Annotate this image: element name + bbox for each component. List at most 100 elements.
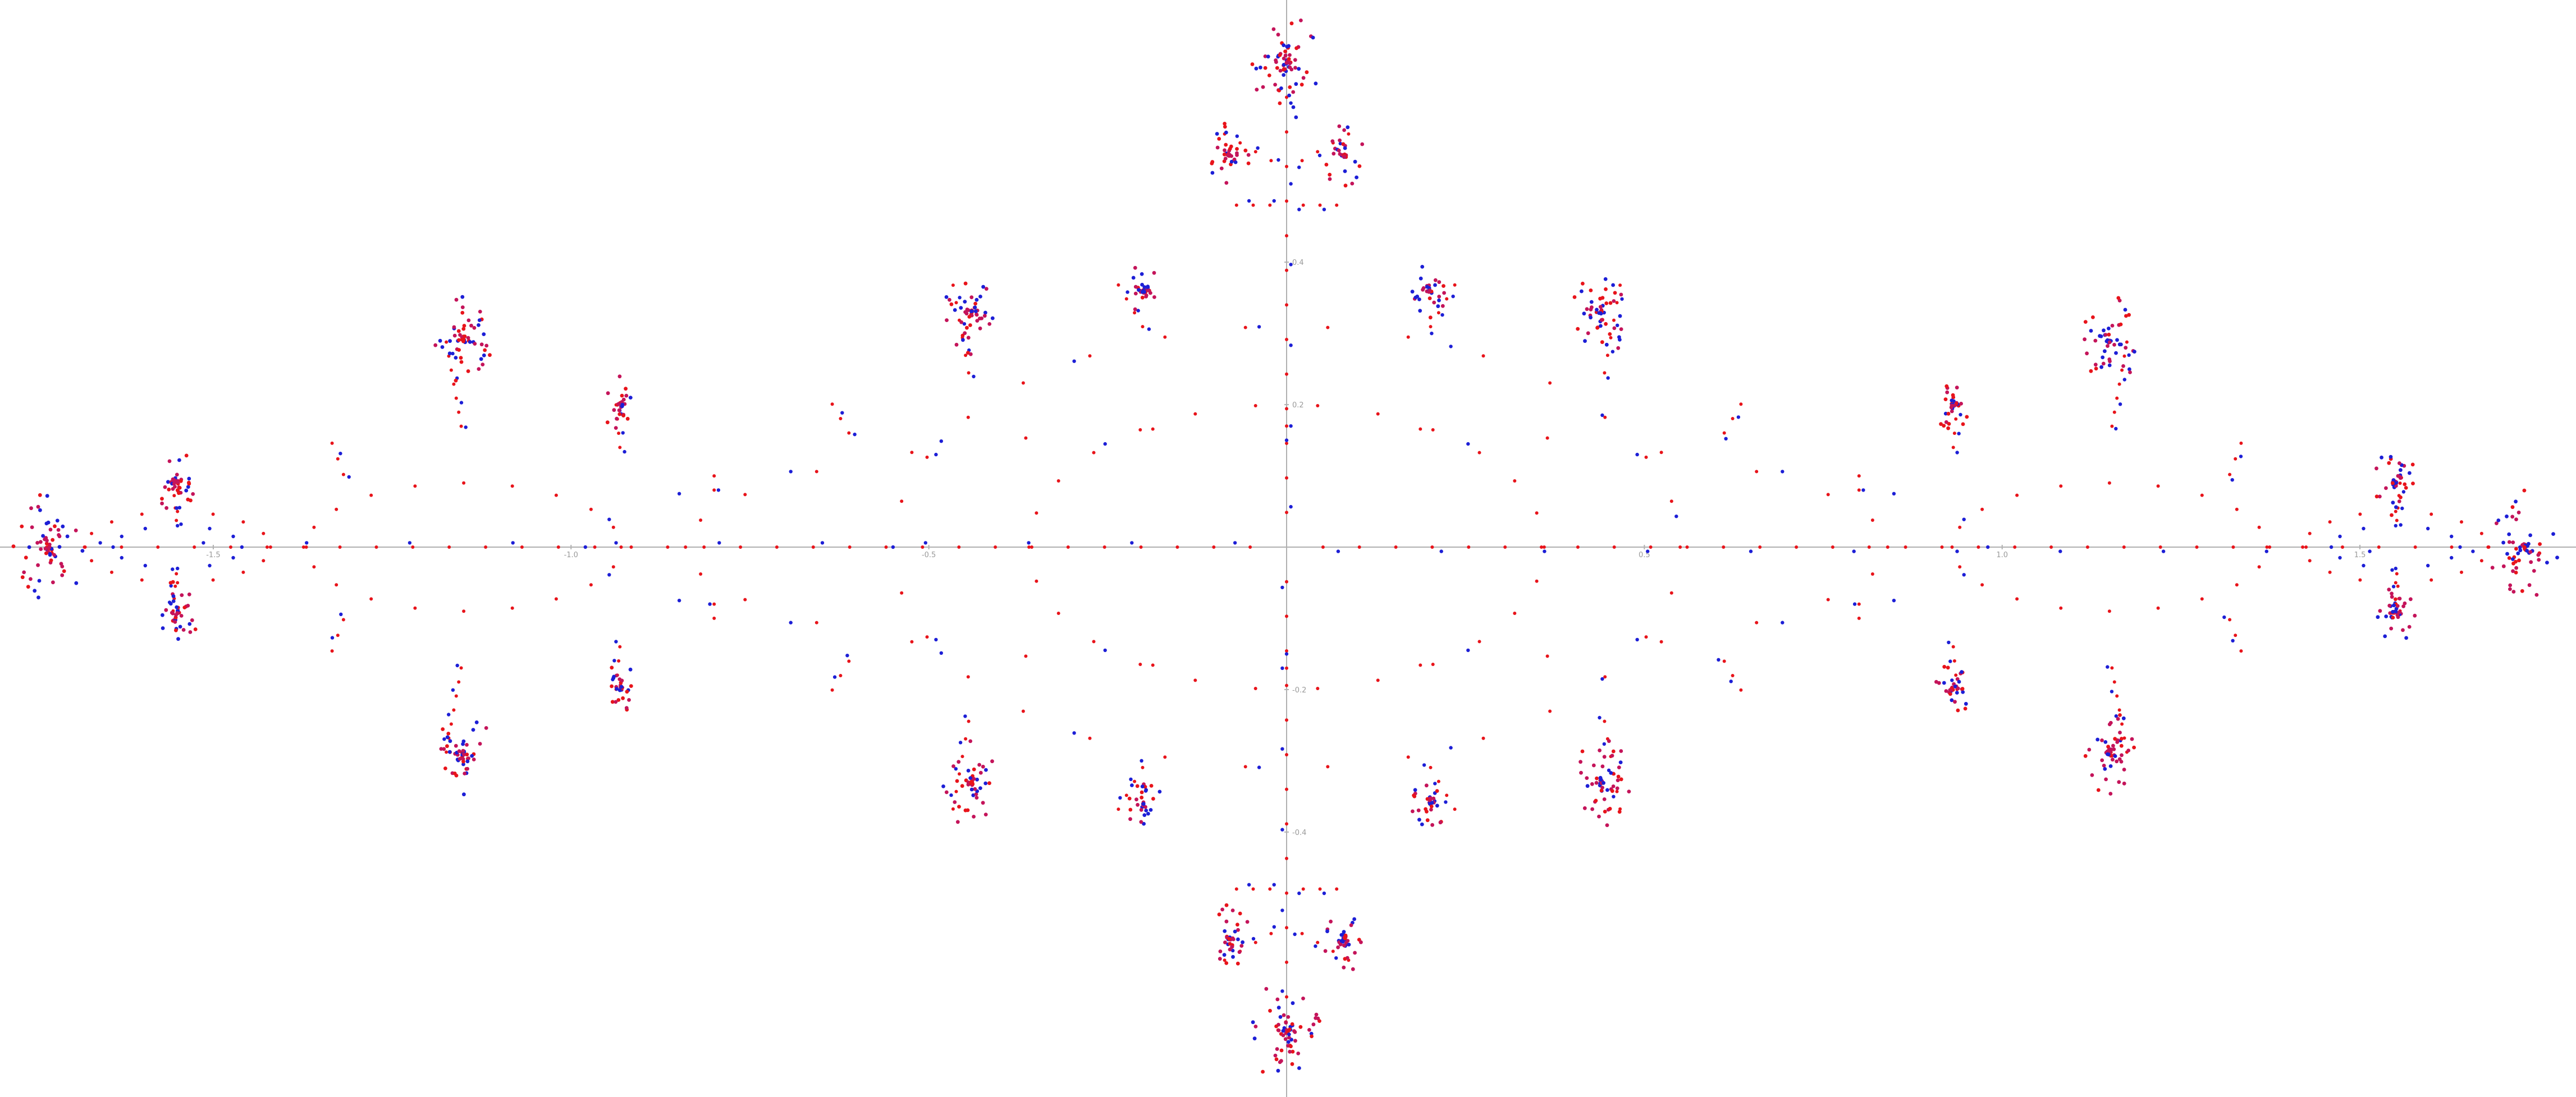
blue-point bbox=[1611, 283, 1616, 287]
red-point bbox=[712, 602, 716, 606]
red-point bbox=[1285, 856, 1288, 860]
blue-point bbox=[462, 792, 466, 797]
blue-point bbox=[1297, 208, 1301, 212]
blue-point bbox=[511, 541, 515, 545]
red-point bbox=[1958, 565, 1962, 569]
overlap-point bbox=[2111, 758, 2115, 762]
overlap-point bbox=[2083, 337, 2087, 342]
blue-point bbox=[1451, 295, 1455, 299]
red-point bbox=[2125, 340, 2129, 344]
red-point bbox=[712, 488, 716, 492]
red-point bbox=[1961, 422, 1965, 426]
blue-point bbox=[1343, 146, 1347, 150]
red-point bbox=[1580, 749, 1585, 754]
overlap-point bbox=[959, 320, 963, 324]
red-point bbox=[241, 570, 245, 574]
red-point bbox=[1445, 297, 1449, 301]
blue-point bbox=[1346, 125, 1350, 130]
red-point bbox=[2015, 493, 2019, 497]
blue-point bbox=[1599, 311, 1603, 315]
overlap-point bbox=[955, 820, 960, 824]
overlap-point bbox=[1597, 814, 1601, 819]
overlap-point bbox=[1144, 293, 1149, 297]
red-point bbox=[454, 396, 458, 400]
overlap-point bbox=[615, 416, 619, 421]
blue-point bbox=[607, 573, 611, 577]
blue-point bbox=[2389, 455, 2393, 459]
red-point bbox=[1261, 1070, 1265, 1074]
overlap-point bbox=[43, 547, 48, 551]
red-point bbox=[1291, 1049, 1295, 1054]
red-point bbox=[1243, 148, 1248, 153]
overlap-point bbox=[57, 533, 61, 537]
blue-point bbox=[1892, 599, 1896, 603]
blue-point bbox=[1418, 309, 1422, 313]
overlap-point bbox=[1600, 786, 1604, 790]
red-point bbox=[1669, 499, 1673, 503]
blue-point bbox=[451, 688, 455, 692]
blue-point bbox=[1355, 175, 1359, 180]
red-point bbox=[1193, 412, 1197, 416]
red-point bbox=[1540, 545, 1543, 549]
red-point bbox=[967, 371, 971, 375]
overlap-point bbox=[1275, 997, 1280, 1002]
overlap-point bbox=[1433, 278, 1438, 282]
blue-point bbox=[1311, 35, 1315, 40]
blue-point bbox=[2098, 334, 2102, 338]
red-point bbox=[1243, 765, 1247, 769]
blue-point bbox=[1955, 691, 1959, 695]
overlap-point bbox=[2111, 743, 2115, 748]
blue-point bbox=[983, 310, 987, 315]
blue-point bbox=[2505, 514, 2509, 518]
red-point bbox=[1659, 640, 1663, 644]
red-point bbox=[2107, 332, 2111, 337]
red-point bbox=[24, 556, 28, 560]
red-point bbox=[1343, 957, 1347, 961]
blue-point bbox=[1317, 153, 1322, 158]
blue-point bbox=[1272, 883, 1276, 887]
overlap-point bbox=[477, 367, 481, 371]
overlap-point bbox=[1218, 957, 1222, 961]
red-point bbox=[2257, 565, 2261, 569]
red-point bbox=[1604, 322, 1608, 326]
overlap-point bbox=[1431, 796, 1436, 801]
x-tick-label: -0.5 bbox=[922, 551, 936, 559]
red-point bbox=[2341, 545, 2344, 549]
blue-point bbox=[1276, 158, 1280, 162]
red-point bbox=[1035, 579, 1038, 583]
overlap-point bbox=[1293, 66, 1297, 70]
overlap-point bbox=[160, 501, 164, 506]
overlap-point bbox=[2087, 747, 2092, 752]
overlap-point bbox=[990, 759, 994, 764]
overlap-point bbox=[1605, 823, 1609, 827]
red-point bbox=[620, 393, 624, 398]
red-point bbox=[1316, 940, 1320, 944]
red-point bbox=[449, 368, 453, 372]
overlap-point bbox=[484, 726, 488, 730]
red-point bbox=[484, 545, 488, 549]
blue-point bbox=[966, 769, 971, 773]
blue-point bbox=[974, 297, 979, 302]
overlap-point bbox=[2413, 613, 2417, 618]
red-point bbox=[1950, 545, 1954, 549]
red-point bbox=[2122, 545, 2126, 549]
overlap-point bbox=[472, 758, 476, 761]
blue-point bbox=[2380, 455, 2383, 460]
blue-point bbox=[1589, 315, 1593, 320]
red-point bbox=[839, 674, 843, 677]
blue-point bbox=[1140, 290, 1145, 294]
blue-point bbox=[1602, 742, 1606, 746]
red-point bbox=[621, 414, 625, 417]
red-point bbox=[2374, 494, 2379, 499]
overlap-point bbox=[1351, 967, 1355, 971]
overlap-point bbox=[465, 766, 469, 771]
blue-point bbox=[2107, 363, 2112, 368]
overlap-point bbox=[187, 592, 191, 596]
overlap-point bbox=[1337, 148, 1341, 153]
blue-point bbox=[628, 396, 633, 400]
red-point bbox=[193, 627, 198, 631]
red-point bbox=[2195, 545, 2199, 549]
overlap-point bbox=[1292, 1029, 1296, 1033]
red-point bbox=[2265, 545, 2269, 549]
overlap-point bbox=[2126, 749, 2131, 752]
